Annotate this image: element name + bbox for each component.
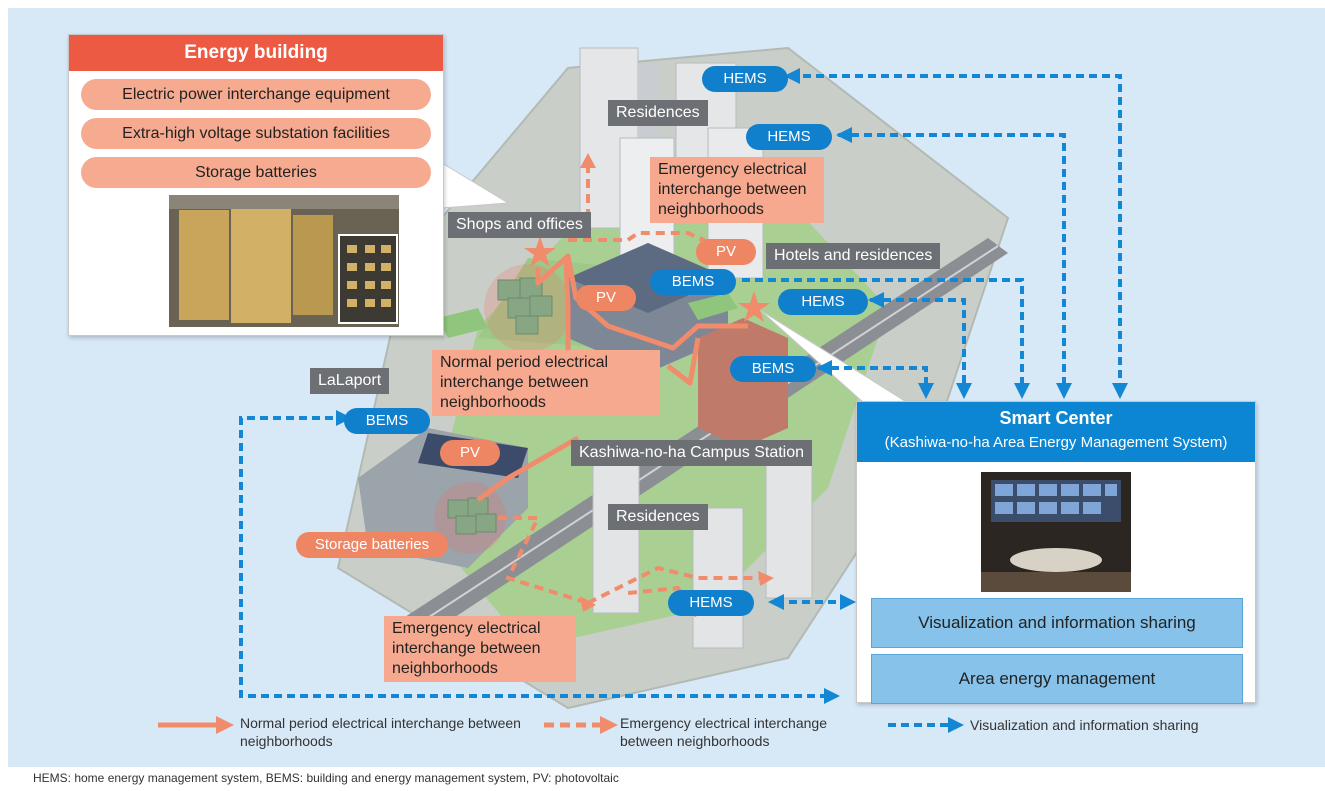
diagram-canvas: Energy building Electric power interchan… bbox=[8, 8, 1325, 767]
visualization-box: Visualization and information sharing bbox=[871, 598, 1243, 648]
smart-center-header: Smart Center (Kashiwa-no-ha Area Energy … bbox=[857, 402, 1255, 462]
hems-tag: HEMS bbox=[668, 590, 754, 616]
pv-tag: PV bbox=[696, 239, 756, 265]
footer-note: HEMS: home energy management system, BEM… bbox=[33, 771, 619, 785]
pv-tag: PV bbox=[440, 440, 500, 466]
legend-emergency: Emergency electrical interchange between… bbox=[620, 715, 827, 750]
legend-normal: Normal period electrical interchange bet… bbox=[240, 715, 521, 750]
residences-top-label: Residences bbox=[608, 100, 708, 126]
storage-batteries-tag: Storage batteries bbox=[296, 532, 448, 558]
energy-building-title: Energy building bbox=[69, 35, 443, 71]
residences-bottom-label: Residences bbox=[608, 504, 708, 530]
bems-tag: BEMS bbox=[650, 269, 736, 295]
substation-item: Extra-high voltage substation facilities bbox=[81, 118, 431, 149]
emergency-interchange-bottom: Emergency electrical interchange between… bbox=[384, 616, 576, 682]
storage-item: Storage batteries bbox=[81, 157, 431, 188]
equipment-item: Electric power interchange equipment bbox=[81, 79, 431, 110]
bems-tag: BEMS bbox=[730, 356, 816, 382]
bems-tag: BEMS bbox=[344, 408, 430, 434]
energy-building-photo bbox=[169, 195, 399, 327]
smart-center-photo bbox=[981, 472, 1131, 592]
legend-visualization: Visualization and information sharing bbox=[970, 717, 1199, 733]
hotels-residences-label: Hotels and residences bbox=[766, 243, 941, 269]
hems-tag: HEMS bbox=[778, 289, 868, 315]
hems-tag: HEMS bbox=[702, 66, 788, 92]
emergency-interchange-top: Emergency electrical interchange between… bbox=[650, 157, 824, 223]
smart-center-panel: Smart Center (Kashiwa-no-ha Area Energy … bbox=[856, 401, 1256, 704]
smart-center-title: Smart Center bbox=[999, 408, 1113, 428]
shops-offices-label: Shops and offices bbox=[448, 212, 591, 238]
energy-building-panel: Energy building Electric power interchan… bbox=[68, 34, 444, 336]
lalaport-label: LaLaport bbox=[310, 368, 390, 394]
pv-tag: PV bbox=[576, 285, 636, 311]
smart-center-subtitle: (Kashiwa-no-ha Area Energy Management Sy… bbox=[884, 434, 1228, 451]
station-label: Kashiwa-no-ha Campus Station bbox=[571, 440, 813, 466]
normal-interchange-label: Normal period electrical interchange bet… bbox=[432, 350, 660, 416]
area-energy-management-box: Area energy management bbox=[871, 654, 1243, 704]
hems-tag: HEMS bbox=[746, 124, 832, 150]
